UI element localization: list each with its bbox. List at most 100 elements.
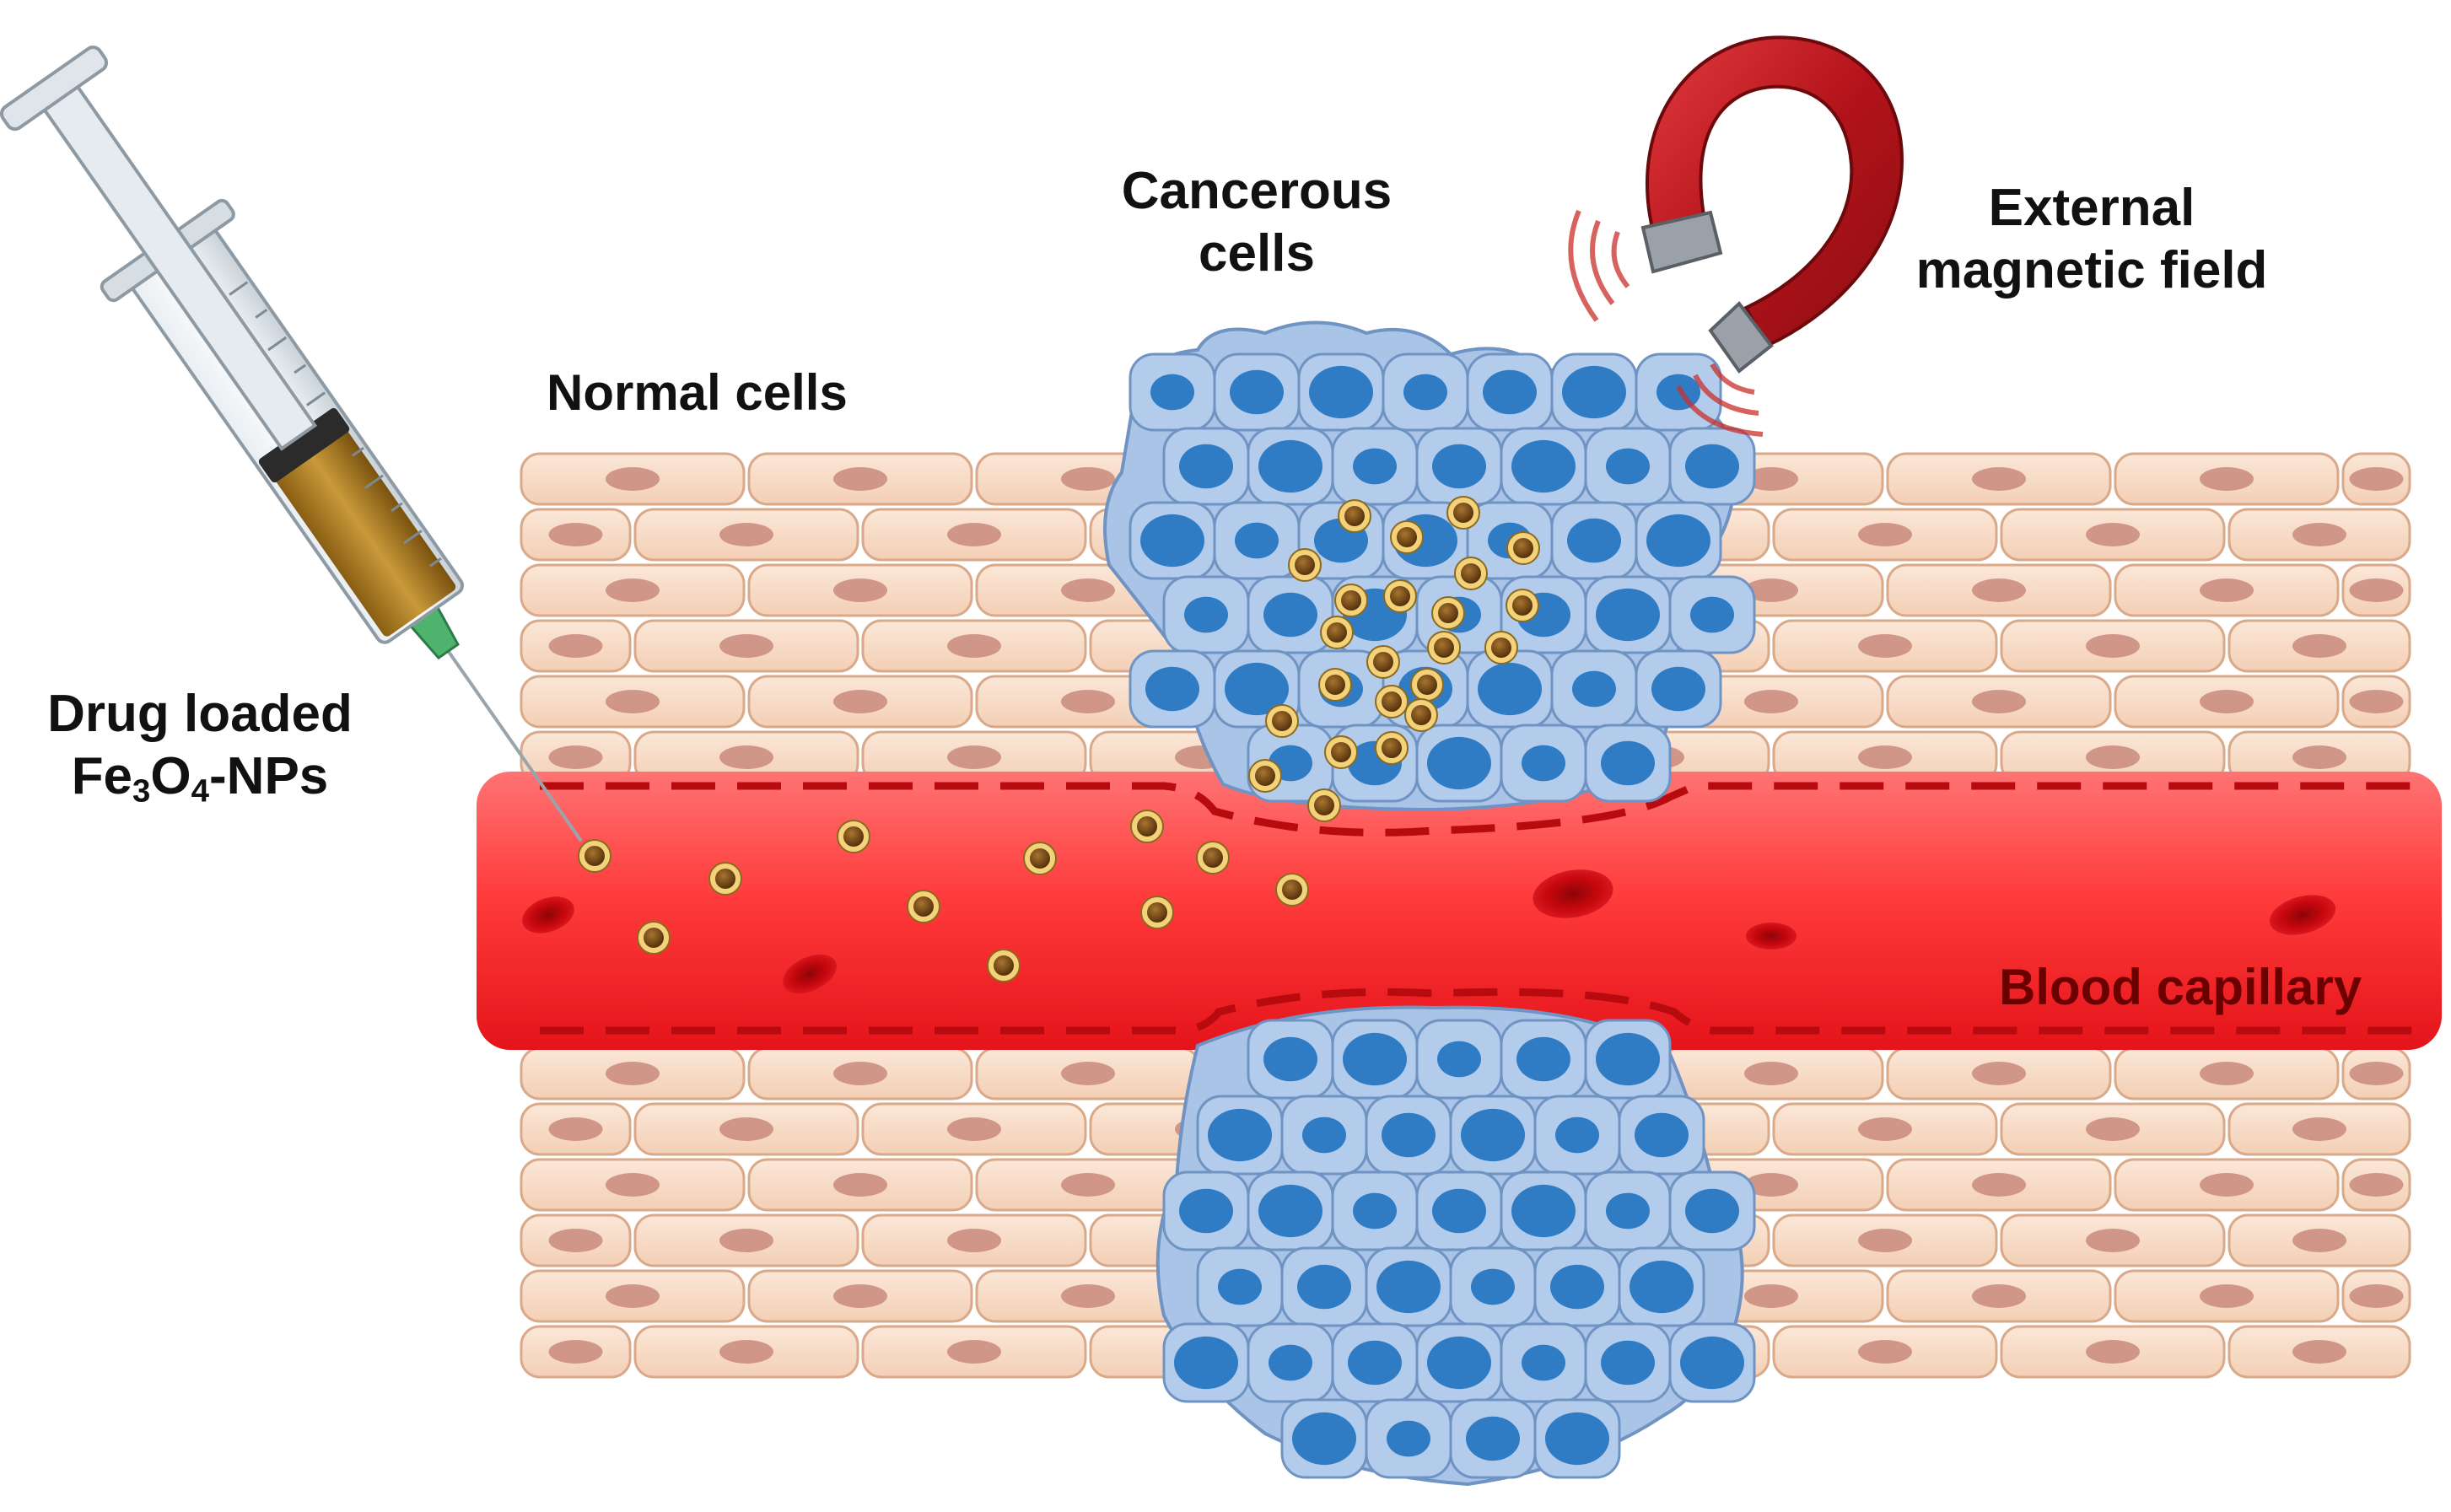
normal-cells-label: Normal cells xyxy=(547,363,848,423)
normal-cell-nucleus xyxy=(1061,467,1115,491)
normal-cell-nucleus xyxy=(1744,1284,1798,1308)
drug-loaded-line2: Fe3O4-NPs xyxy=(71,747,329,810)
nanoparticle-core xyxy=(1341,590,1361,611)
normal-cell-nucleus xyxy=(2086,523,2140,546)
normal-cell-nucleus xyxy=(947,1229,1001,1252)
external-field-line1: External xyxy=(1988,179,2195,237)
nanoparticle-core xyxy=(994,955,1014,976)
normal-cell-nucleus xyxy=(2200,578,2254,602)
normal-cell-nucleus xyxy=(947,1117,1001,1141)
normal-cell-nucleus xyxy=(833,467,887,491)
normal-cell-nucleus xyxy=(1972,467,2026,491)
normal-cell-nucleus xyxy=(2086,1117,2140,1141)
red-blood-cell-icon xyxy=(522,896,574,934)
normal-cell-nucleus xyxy=(1858,745,1912,769)
cancer-cell-nucleus xyxy=(1466,1416,1520,1461)
cancer-cell-nucleus xyxy=(1269,1344,1312,1381)
normal-cell-nucleus xyxy=(719,1117,773,1141)
normal-cell-nucleus xyxy=(2349,467,2404,491)
nanoparticle-core xyxy=(913,896,934,917)
cancer-cell-nucleus xyxy=(1387,1420,1430,1457)
cancer-cell-nucleus xyxy=(1258,439,1322,493)
normal-cell-nucleus xyxy=(1972,578,2026,602)
normal-cell-nucleus xyxy=(2349,1173,2404,1197)
nanoparticle-core xyxy=(1344,506,1365,526)
cancer-cell-nucleus xyxy=(1562,365,1626,419)
cancer-cell-nucleus xyxy=(1601,740,1655,786)
normal-cell-nucleus xyxy=(1972,690,2026,713)
normal-cell-nucleus xyxy=(947,1340,1001,1364)
cancer-cell-nucleus xyxy=(1646,514,1710,568)
cancer-cell-nucleus xyxy=(1572,670,1616,708)
cancer-cell-nucleus xyxy=(1292,1412,1356,1466)
normal-cell-nucleus xyxy=(548,1117,603,1141)
normal-cell-nucleus xyxy=(548,634,603,658)
normal-cell-nucleus xyxy=(719,523,773,546)
cancer-cell-nucleus xyxy=(1184,596,1228,633)
cancer-cell-nucleus xyxy=(1596,1032,1660,1086)
nanoparticles xyxy=(578,496,1540,982)
cancer-cell-nucleus xyxy=(1427,736,1491,790)
normal-cell-nucleus xyxy=(719,1229,773,1252)
normal-cell-nucleus xyxy=(2292,1340,2346,1364)
cancer-cell-nucleus xyxy=(1511,1184,1576,1238)
normal-cells-text: Normal cells xyxy=(547,364,848,421)
cancer-cell-nucleus xyxy=(1145,666,1199,712)
nanoparticle-core xyxy=(1314,795,1334,815)
normal-cell-nucleus xyxy=(2349,1062,2404,1085)
nanoparticle-core xyxy=(1417,675,1437,695)
cancer-cell-nucleus xyxy=(1690,596,1734,633)
normal-cell-nucleus xyxy=(1061,690,1115,713)
normal-cell-nucleus xyxy=(606,578,660,602)
normal-cell-nucleus xyxy=(2086,1340,2140,1364)
cancer-cell-nucleus xyxy=(1263,1036,1317,1082)
normal-cell-nucleus xyxy=(2200,1284,2254,1308)
normal-cell-nucleus xyxy=(1061,1062,1115,1085)
cancerous-cells-line2: cells xyxy=(1199,224,1315,283)
nanoparticle-core xyxy=(1491,638,1511,658)
normal-cell-nucleus xyxy=(606,1284,660,1308)
cancer-cell-nucleus xyxy=(1348,1340,1402,1386)
cancer-cell-nucleus xyxy=(1516,1036,1570,1082)
nanoparticle-core xyxy=(1327,622,1347,643)
normal-cell-nucleus xyxy=(2349,1284,2404,1308)
cancer-cell-nucleus xyxy=(1235,522,1279,559)
nanoparticle-core xyxy=(1438,603,1458,623)
normal-tissue-lower xyxy=(520,1047,2411,1379)
nanoparticle-core xyxy=(1382,738,1402,758)
normal-cell-nucleus xyxy=(548,745,603,769)
cancer-cell-nucleus xyxy=(1208,1108,1272,1162)
normal-cell-nucleus xyxy=(1858,634,1912,658)
normal-cell-nucleus xyxy=(1972,1284,2026,1308)
cancer-cell-nucleus xyxy=(1343,1032,1407,1086)
normal-cell-nucleus xyxy=(606,690,660,713)
red-blood-cell-icon xyxy=(783,954,837,994)
normal-cell-nucleus xyxy=(1744,578,1798,602)
external-magnetic-field-label: External magnetic field xyxy=(1864,177,2319,303)
normal-cell-nucleus xyxy=(719,745,773,769)
cancer-cell-nucleus xyxy=(1174,1336,1238,1390)
cancer-cell-nucleus xyxy=(1353,448,1397,485)
normal-cell-nucleus xyxy=(833,1173,887,1197)
red-blood-cell-icon xyxy=(2269,895,2336,935)
normal-cell-nucleus xyxy=(2292,523,2346,546)
normal-cell-nucleus xyxy=(833,1284,887,1308)
normal-cell-nucleus xyxy=(2200,1173,2254,1197)
cancer-cell-nucleus xyxy=(1522,1344,1565,1381)
normal-cell-nucleus xyxy=(1744,467,1798,491)
cancer-cell-nucleus xyxy=(1471,1268,1515,1305)
cancer-cell-nucleus xyxy=(1297,1264,1351,1310)
normal-cell-nucleus xyxy=(2200,690,2254,713)
cancer-cell-nucleus xyxy=(1522,745,1565,782)
cancer-cell-nucleus xyxy=(1567,518,1621,563)
nanoparticle-core xyxy=(1513,538,1533,558)
red-blood-cell-icon xyxy=(1746,923,1797,950)
normal-cell-nucleus xyxy=(606,1062,660,1085)
normal-cell-nucleus xyxy=(947,523,1001,546)
cancer-cell-nucleus xyxy=(1140,514,1204,568)
nanoparticle-core xyxy=(1453,503,1473,523)
nanoparticle-core xyxy=(1282,880,1302,900)
normal-cell-nucleus xyxy=(2086,745,2140,769)
blood-capillary-text: Blood capillary xyxy=(1999,959,2362,1015)
